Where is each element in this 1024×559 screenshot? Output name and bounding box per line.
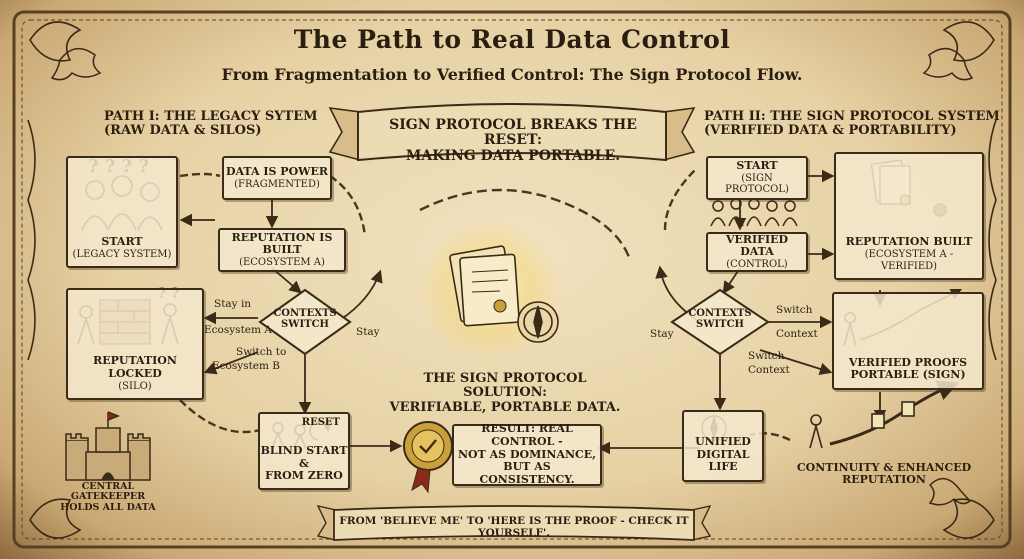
context-label-2: Context [748, 364, 790, 376]
continuity-line-1: CONTINUITY & ENHANCED [796, 461, 972, 474]
reputation-locked-sub: (SILO) [118, 380, 152, 392]
group-people-icon [710, 198, 798, 227]
unified-label: UNIFIED [695, 435, 751, 449]
path1-stay-label: Stay [356, 326, 380, 338]
path1-start-label: START [101, 234, 143, 248]
banner-text: SIGN PROTOCOL BREAKS THE RESET: MAKING D… [360, 117, 666, 164]
seal-icon [403, 421, 453, 494]
reputation-locked-box: REPUTATION LOCKED (SILO) [66, 288, 204, 400]
footer-scroll [316, 505, 712, 541]
result-box: RESULT: REAL CONTROL - NOT AS DOMINANCE,… [452, 422, 602, 486]
dragon-icon [50, 47, 974, 506]
reputation-locked-label: REPUTATION LOCKED [93, 354, 177, 380]
compass-icon [517, 301, 559, 343]
path1-contexts-switch: CONTEXTS SWITCH [262, 308, 348, 330]
path1-start-box: START (LEGACY SYSTEM) [66, 156, 178, 268]
path2-start-label: START [736, 159, 778, 173]
path1-contexts-label: CONTEXTS [273, 308, 337, 319]
banner-line-1: SIGN PROTOCOL BREAKS THE RESET: [389, 117, 637, 149]
verified-proofs-box: VERIFIED PROOFS PORTABLE (SIGN) [832, 292, 984, 390]
path2-start-box: START (SIGN PROTOCOL) [706, 156, 808, 200]
switch-label-1: Switch [776, 304, 813, 316]
path2-stay-label: Stay [650, 328, 674, 340]
page-title: The Path to Real Data Control [293, 25, 731, 54]
switch-to-label: Switch to [236, 346, 287, 358]
context-label-1: Context [776, 328, 818, 340]
unified-box: UNIFIED DIGITAL LIFE [682, 410, 764, 482]
verified-proofs-label: VERIFIED PROOFS [848, 355, 968, 369]
corner-flourish-icon [27, 21, 997, 539]
result-line-2: NOT AS DOMINANCE, [457, 447, 596, 461]
solution-line-1: THE SIGN PROTOCOL SOLUTION: [423, 371, 587, 401]
reputation-verified-label: REPUTATION BUILT [845, 235, 973, 249]
stay-in-label: Stay in [214, 298, 252, 310]
path2-contexts-switch: CONTEXTS SWITCH [676, 308, 764, 330]
path2-switch-label: SWITCH [696, 319, 744, 330]
castle-icon [65, 411, 151, 481]
data-power-sub: (FRAGMENTED) [234, 178, 320, 190]
continuity-caption: CONTINUITY & ENHANCED REPUTATION [786, 461, 982, 487]
banner-line-2: MAKING DATA PORTABLE. [405, 147, 621, 164]
ornate-border [12, 10, 1012, 549]
gatekeeper-line-2: HOLDS ALL DATA [60, 501, 156, 513]
path2-start-sub: (SIGN PROTOCOL) [725, 172, 789, 196]
page-subtitle: From Fragmentation to Verified Control: … [221, 65, 803, 84]
blind-start-box: RESET BLIND START & FROM ZERO [258, 412, 350, 490]
result-line-3: BUT AS CONSISTENCY. [479, 460, 575, 486]
digital-life-label: DIGITAL LIFE [696, 447, 750, 474]
gatekeeper-line-1: CENTRAL GATEKEEPER [70, 481, 146, 503]
from-zero-label: FROM ZERO [265, 469, 343, 483]
path1-switch-label: SWITCH [281, 319, 329, 330]
ecosystem-b-label: Ecosystem B [212, 360, 281, 372]
path1-start-sub: (LEGACY SYSTEM) [72, 248, 172, 260]
path2-header-line-1: PATH II: THE SIGN PROTOCOL SYSTEM [704, 109, 1000, 124]
path2-contexts-label: CONTEXTS [688, 308, 752, 319]
verified-proofs-sub: PORTABLE (SIGN) [850, 368, 966, 382]
reputation-built-box: REPUTATION IS BUILT (ECOSYSTEM A) [218, 228, 346, 272]
ecosystem-a-label: Ecosystem A [204, 324, 272, 336]
solution-line-2: VERIFIABLE, PORTABLE DATA. [389, 399, 621, 415]
certificate-icon [449, 245, 520, 327]
verified-data-box: VERIFIED DATA (CONTROL) [706, 232, 808, 272]
path1-header-line-1: PATH I: THE LEGACY SYTEM [104, 109, 318, 124]
right-decision-diamond [670, 288, 770, 356]
reset-label: RESET [301, 417, 340, 428]
path2-header-line-2: (VERIFIED DATA & PORTABILITY) [704, 123, 957, 139]
solution-caption: THE SIGN PROTOCOL SOLUTION: VERIFIABLE, … [380, 371, 630, 415]
blind-start-label: BLIND START & [260, 444, 348, 470]
reputation-verified-box: REPUTATION BUILT (ECOSYSTEM A - VERIFIED… [834, 152, 984, 280]
continuity-line-2: REPUTATION [842, 473, 926, 487]
verified-data-label: VERIFIED DATA [725, 232, 789, 259]
result-line-1: RESULT: REAL CONTROL - [481, 422, 573, 449]
reputation-built-label: REPUTATION IS BUILT [231, 230, 333, 257]
reputation-built-sub: (ECOSYSTEM A) [239, 256, 325, 268]
path2-header: PATH II: THE SIGN PROTOCOL SYSTEM (VERIF… [704, 109, 1004, 139]
footer-text: FROM 'BELIEVE ME' TO 'HERE IS THE PROOF … [339, 515, 689, 539]
path1-header: PATH I: THE LEGACY SYTEM (RAW DATA & SIL… [104, 109, 344, 139]
switch-label-2: Switch [748, 350, 785, 362]
banner-scroll [328, 103, 696, 162]
left-decision-diamond [258, 288, 352, 356]
verified-data-sub: (CONTROL) [726, 258, 788, 270]
reputation-verified-sub: (ECOSYSTEM A - VERIFIED) [864, 249, 954, 272]
gatekeeper-caption: CENTRAL GATEKEEPER HOLDS ALL DATA [48, 481, 168, 513]
path1-header-line-2: (RAW DATA & SILOS) [104, 123, 262, 139]
data-power-label: DATA IS POWER [225, 164, 329, 178]
growth-arrow-icon [809, 380, 959, 449]
data-power-box: DATA IS POWER (FRAGMENTED) [222, 156, 332, 200]
